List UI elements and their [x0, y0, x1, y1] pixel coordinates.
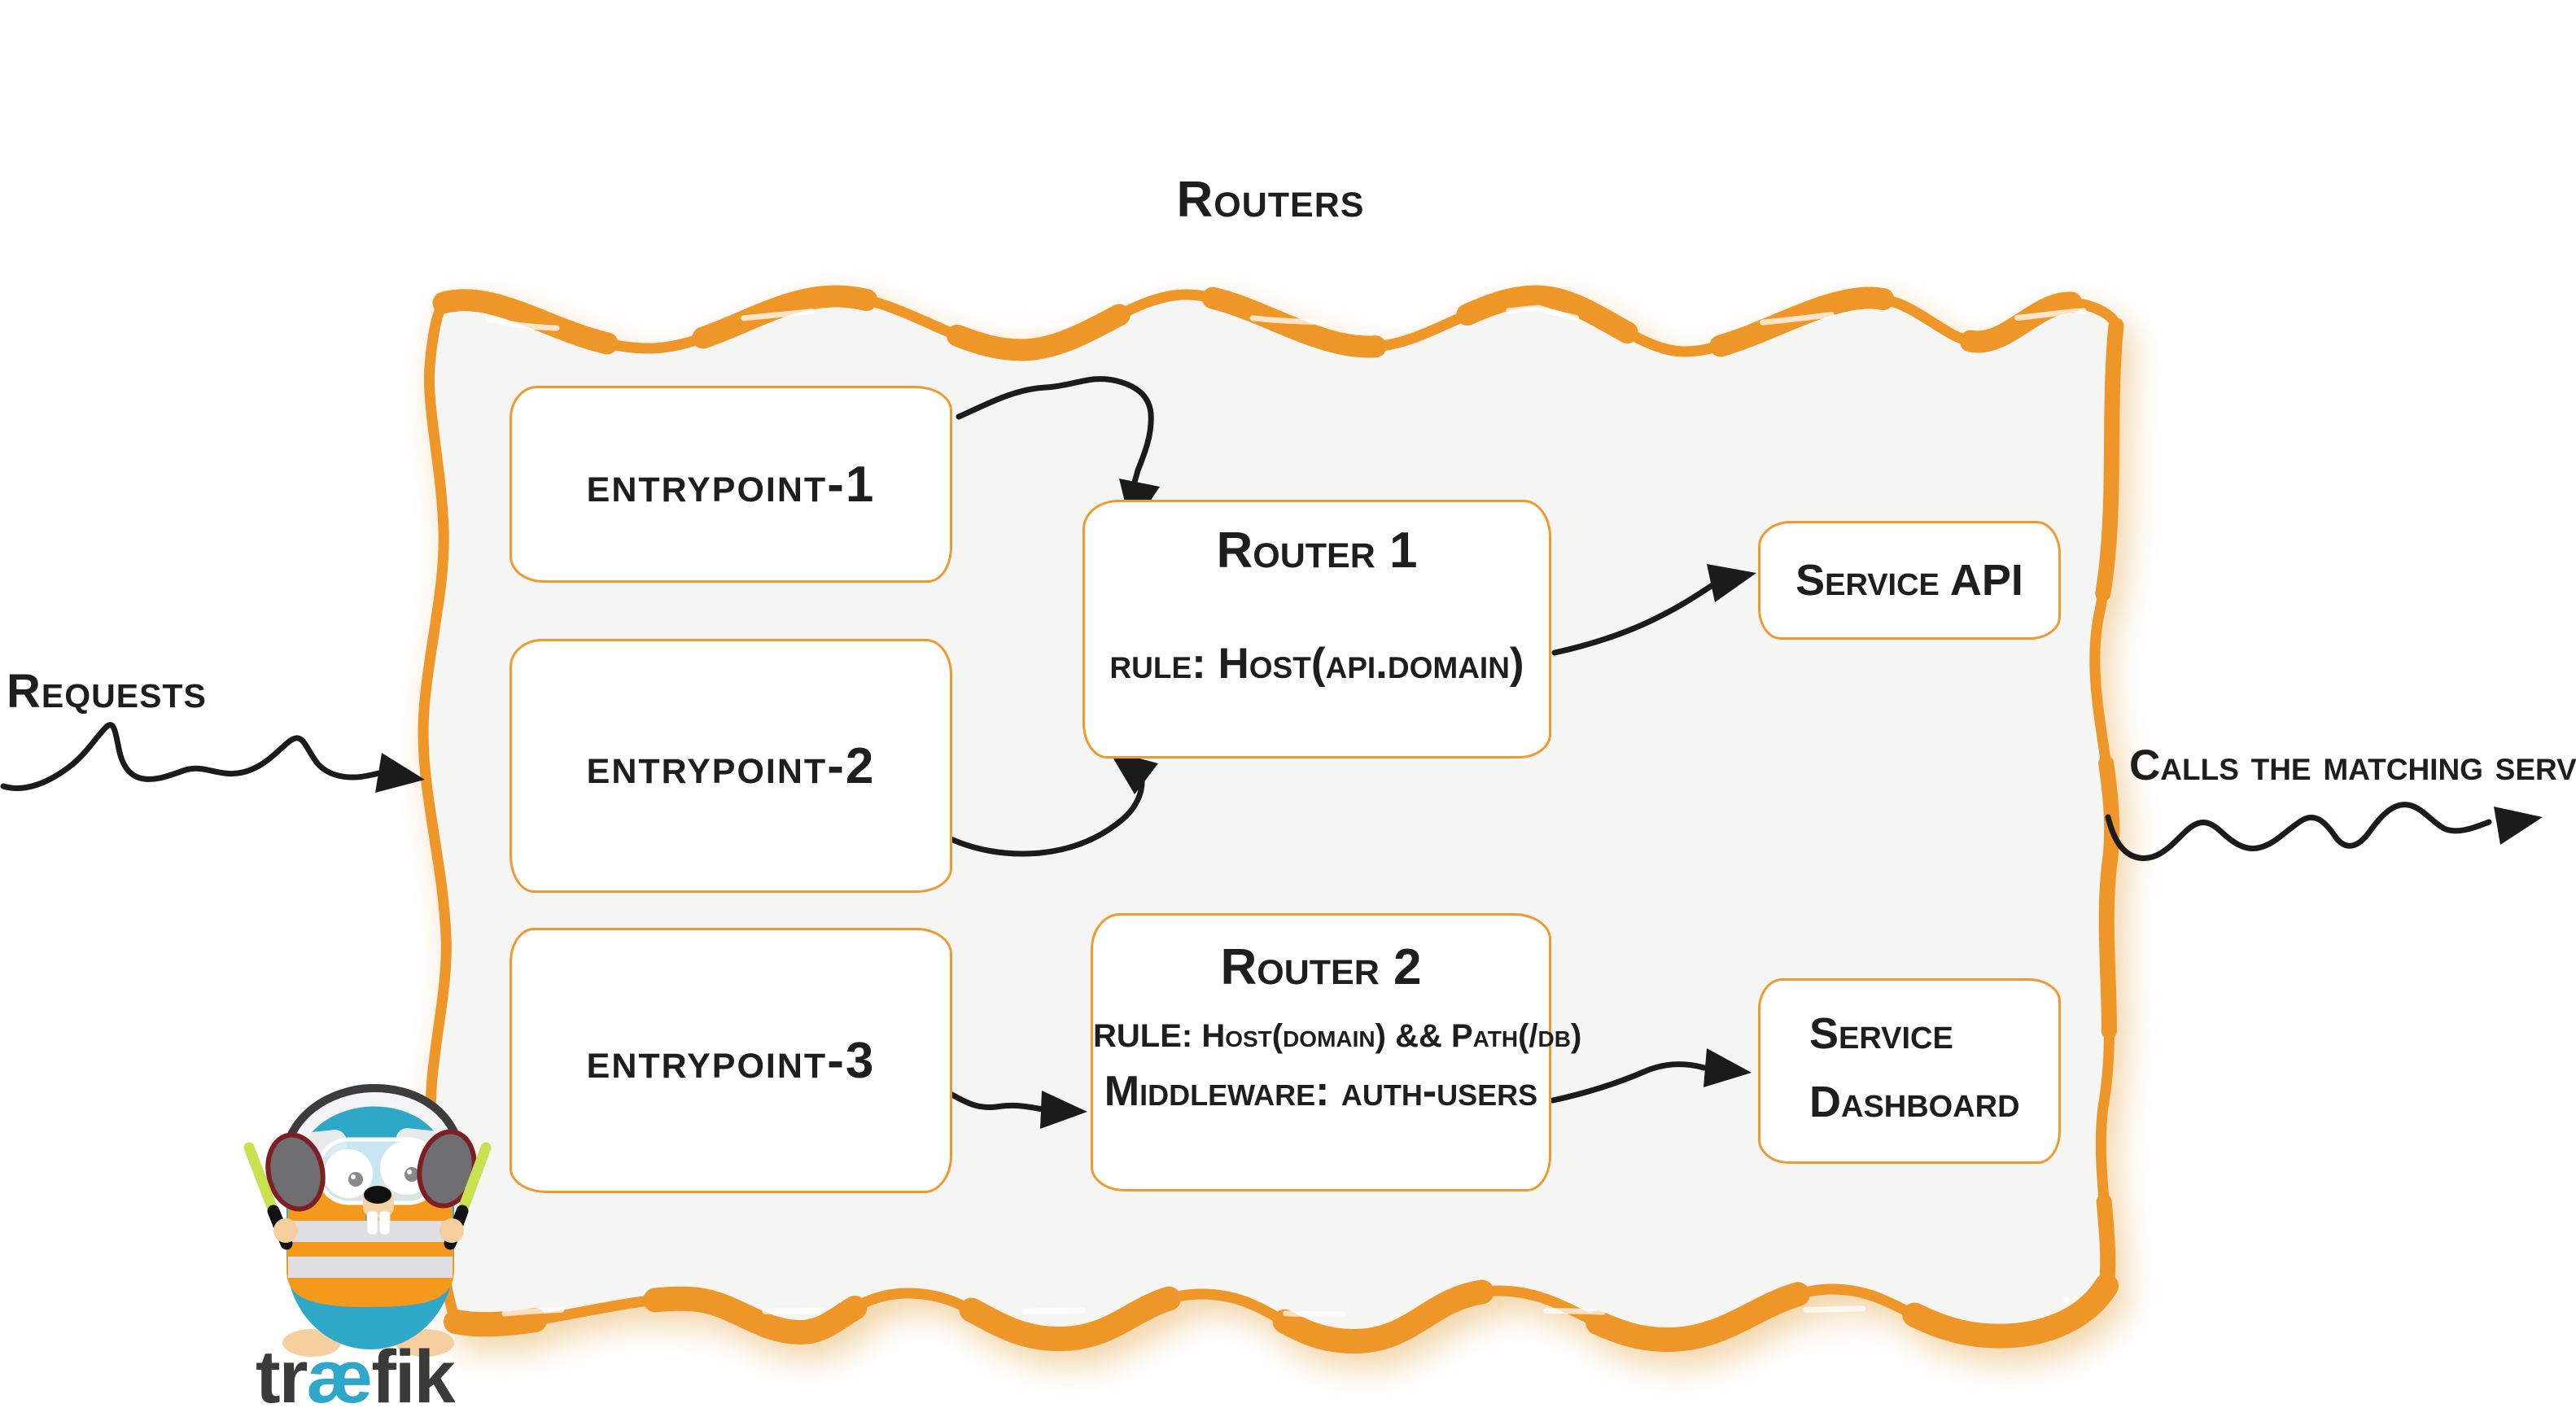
gopher-earcup-left: [265, 1132, 326, 1212]
router-2-rule: RULE: Host(domain) && Path(/db): [1093, 1018, 1582, 1054]
service-dashboard-node: Service Dashboard: [1758, 978, 2061, 1164]
service-dashboard-label-line1: Service: [1809, 1009, 1953, 1058]
gopher-vest-stripe-2: [288, 1257, 453, 1278]
traefik-gopher-icon: [243, 1083, 492, 1357]
gopher-glint-left: [351, 1174, 356, 1179]
arrows: [0, 376, 2543, 1129]
gopher-hand-left: [273, 1218, 298, 1243]
requests-label: Requests: [7, 665, 207, 718]
entrypoint-2-node: entrypoint-2: [510, 639, 952, 893]
container-top-streaks: [485, 304, 2087, 332]
entrypoint-2-label: entrypoint-2: [586, 737, 876, 794]
gopher-glowstick-left: [243, 1142, 279, 1217]
container-bottom-brush: [444, 1274, 2119, 1354]
gopher-nose: [364, 1186, 391, 1204]
service-api-node: Service API: [1758, 521, 2061, 640]
router-2-node: Router 2 RULE: Host(domain) && Path(/db)…: [1091, 913, 1582, 1192]
gopher-glint-right: [407, 1170, 412, 1174]
arrow-requests-in: [0, 722, 425, 793]
arrow-entrypoint2-to-router1: [942, 750, 1158, 857]
router-1-title: Router 1: [1216, 523, 1418, 579]
traefik-wordmark-post: fik: [371, 1336, 455, 1408]
gopher-headband-outline: [279, 1083, 466, 1165]
arrow-calls-out: [2105, 802, 2543, 861]
container-side-brush: [2087, 317, 2124, 1294]
gopher-eye-left: [324, 1149, 373, 1198]
gopher-hand-right: [440, 1218, 464, 1243]
traefik-wordmark: træfik: [256, 1335, 456, 1408]
entrypoint-1-label: entrypoint-1: [586, 456, 876, 513]
router-2-title: Router 2: [1220, 939, 1422, 995]
container-top-brush: [432, 283, 2083, 363]
calls-matching-server-label: Calls the matching server: [2129, 741, 2576, 789]
page-title: Routers: [1176, 172, 1365, 228]
gopher-glowstick-right: [457, 1142, 492, 1217]
traefik-wordmark-pre: tr: [256, 1336, 308, 1408]
router-1-rule: rule: Host(api.domain): [1109, 640, 1524, 688]
gopher-tooth-left: [366, 1210, 378, 1235]
router-2-middleware: Middleware: auth-users: [1104, 1068, 1538, 1115]
gopher-pupil-left: [348, 1172, 363, 1187]
entrypoint-3-label: entrypoint-3: [586, 1032, 876, 1089]
router-1-node: Router 1 rule: Host(api.domain): [1082, 500, 1551, 759]
arrow-router2-to-service-dashboard: [1550, 1048, 1752, 1104]
service-dashboard-label-line2: Dashboard: [1809, 1078, 2020, 1126]
service-api-label: Service API: [1795, 556, 2023, 605]
gopher-tooth-right: [378, 1210, 391, 1235]
arrow-router1-to-service-api: [1551, 564, 1756, 656]
arrow-entrypoint3-to-router2: [944, 1089, 1087, 1129]
entrypoint-1-node: entrypoint-1: [510, 386, 952, 583]
traefik-wordmark-ae: æ: [306, 1336, 373, 1408]
entrypoint-3-node: entrypoint-3: [510, 928, 952, 1193]
